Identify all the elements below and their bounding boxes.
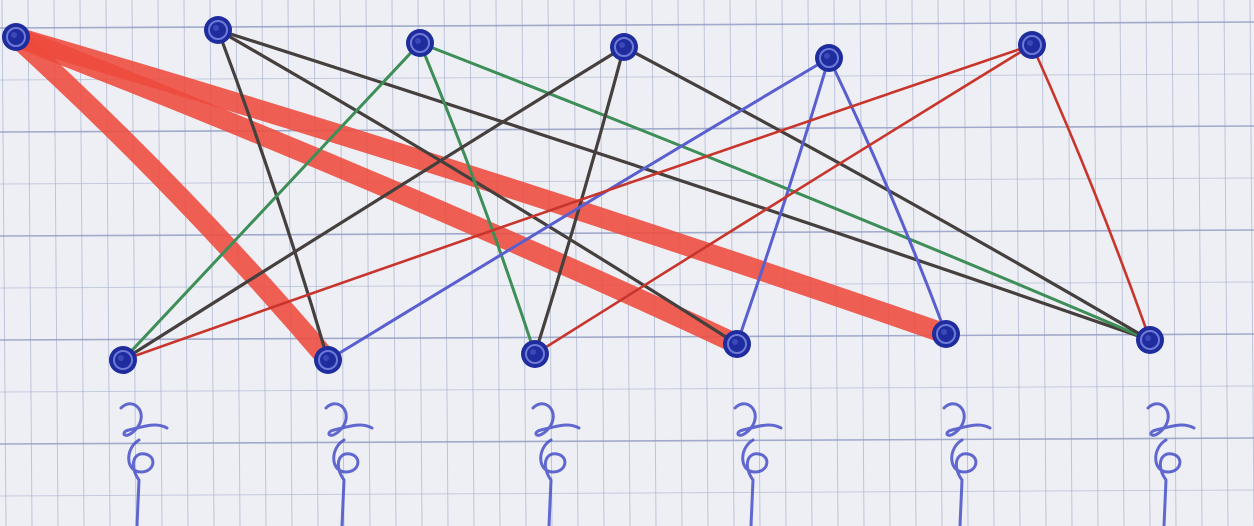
handwritten-marks <box>119 402 1196 526</box>
vertex-ring <box>936 324 956 344</box>
vertex-core <box>213 25 219 31</box>
vertex-ring <box>6 27 26 47</box>
edge-t2-b4 <box>216 28 739 346</box>
grid-line-vertical <box>521 0 527 526</box>
vertex-b3 <box>521 340 549 368</box>
grid-line-vertical <box>53 0 59 526</box>
grid-line-horizontal <box>0 125 1254 133</box>
vertex-b5 <box>932 320 960 348</box>
vertex-ring <box>318 350 338 370</box>
edge-t6-b3 <box>533 43 1034 356</box>
vertex-t5 <box>815 44 843 72</box>
grid-line-vertical <box>651 0 657 526</box>
grid-line-vertical <box>27 0 33 526</box>
handwritten-mark-b5 <box>942 402 992 526</box>
grid-line-horizontal <box>0 177 1254 185</box>
grid-line-vertical <box>599 0 605 526</box>
graph-edges <box>6 27 1152 370</box>
vertex-core <box>323 355 329 361</box>
vertex-b6 <box>1136 326 1164 354</box>
edge-t2-b2 <box>216 28 330 362</box>
vertex-core <box>118 355 124 361</box>
grid-line-horizontal <box>0 385 1254 393</box>
grid-line-vertical <box>807 0 813 526</box>
edge-t5-b5 <box>827 56 948 336</box>
vertex-core <box>415 38 421 44</box>
vertex-t3 <box>406 29 434 57</box>
vertex-t4 <box>610 33 638 61</box>
grid-line-vertical <box>885 0 891 526</box>
vertex-ring <box>113 350 133 370</box>
grid-line-vertical <box>443 0 449 526</box>
edge-t4-b1 <box>121 45 626 362</box>
vertex-ring <box>819 48 839 68</box>
grid-line-vertical <box>365 0 371 526</box>
edge-t2-b6 <box>216 28 1152 342</box>
vertex-core <box>732 339 738 345</box>
grid-line-vertical <box>781 0 787 526</box>
grid-line-vertical <box>1 0 7 526</box>
vertex-ring <box>1022 35 1042 55</box>
vertex-b4 <box>723 330 751 358</box>
grid-line-vertical <box>339 0 345 526</box>
grid-line-vertical <box>911 0 917 526</box>
edge-t3-b1 <box>121 41 422 362</box>
vertex-t2 <box>204 16 232 44</box>
grid-line-horizontal <box>0 489 1254 497</box>
handwritten-mark-b2 <box>324 402 374 526</box>
grid-line-vertical <box>937 0 943 526</box>
vertex-core <box>619 42 625 48</box>
handwritten-mark-b3 <box>531 402 581 526</box>
grid-line-vertical <box>287 0 293 526</box>
edge-t1-b5 <box>6 27 956 344</box>
grid-line-vertical <box>261 0 267 526</box>
edge-t5-b2 <box>326 56 831 362</box>
grid-line-horizontal <box>0 437 1254 445</box>
grid-line-vertical <box>989 0 995 526</box>
handwritten-mark-b1 <box>119 402 169 526</box>
grid-line-horizontal <box>0 333 1254 341</box>
vertex-core <box>941 329 947 335</box>
grid-line-vertical <box>703 0 709 526</box>
edge-t6-b1 <box>121 43 1034 362</box>
vertex-b1 <box>109 346 137 374</box>
vertex-core <box>1027 40 1033 46</box>
grid-line-vertical <box>417 0 423 526</box>
vertex-core <box>824 53 830 59</box>
grid-line-vertical <box>495 0 501 526</box>
vertex-t6 <box>1018 31 1046 59</box>
vertex-core <box>11 32 17 38</box>
edge-t6-b6 <box>1030 43 1152 342</box>
grid-line-vertical <box>625 0 631 526</box>
grid-line-vertical <box>469 0 475 526</box>
vertex-core <box>1145 335 1151 341</box>
grid-line-vertical <box>105 0 111 526</box>
grid-line-vertical <box>859 0 865 526</box>
vertex-ring <box>410 33 430 53</box>
vertex-b2 <box>314 346 342 374</box>
edge-t3-b3 <box>418 41 537 356</box>
vertex-ring <box>727 334 747 354</box>
handwritten-mark-b6 <box>1146 402 1196 526</box>
vertex-ring <box>614 37 634 57</box>
handwritten-mark-b4 <box>733 402 783 526</box>
edge-t1-b2 <box>6 27 338 370</box>
vertex-ring <box>525 344 545 364</box>
graph-vertices <box>2 16 1164 374</box>
vertex-ring <box>1140 330 1160 350</box>
grid-line-vertical <box>833 0 839 526</box>
vertex-t1 <box>2 23 30 51</box>
vertex-core <box>530 349 536 355</box>
vertex-ring <box>208 20 228 40</box>
